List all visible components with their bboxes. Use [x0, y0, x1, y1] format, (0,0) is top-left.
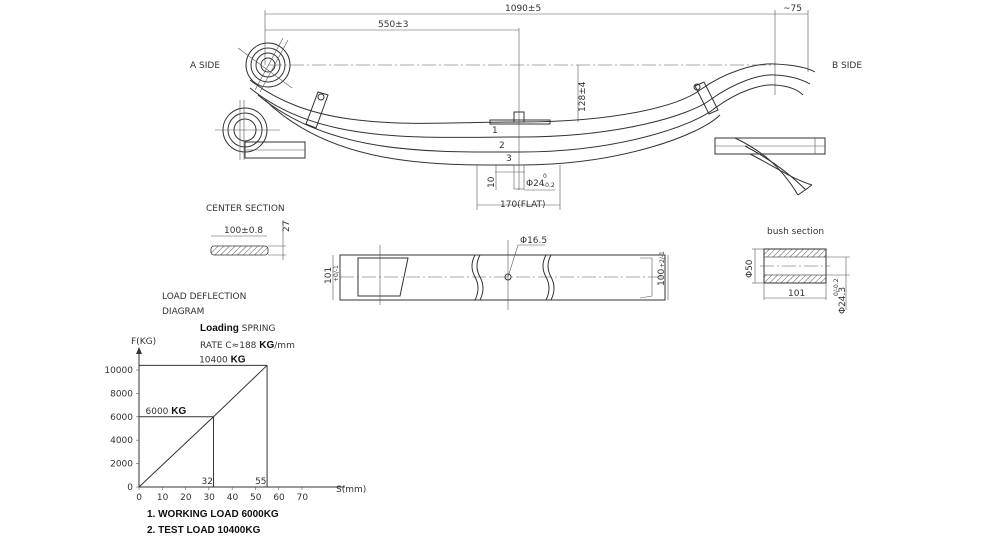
main-side-view: 1090±5 ~75 550±3 A SIDE B SIDE 128±4 [190, 4, 862, 210]
dim-end-offset: ~75 [783, 4, 802, 14]
plan-view: Φ16.5 101 +0/-1 100 +2/-1 [324, 236, 669, 310]
dim-half-length: 550±3 [378, 20, 408, 30]
annotation-label: 10400 KG [199, 354, 246, 365]
rate-unit-bold: KG [259, 340, 274, 351]
dim-center-thickness: 27 [282, 221, 292, 232]
dim-bolt-diameter: Φ24 [526, 179, 545, 189]
eye-detail-view [215, 100, 306, 160]
y-tick-label: 8000 [110, 389, 133, 399]
y-axis-arrow [136, 347, 142, 354]
series-line [138, 364, 268, 488]
dim-bush-inner-tolerance: 0/-0.2 [833, 278, 840, 296]
center-section-title: CENTER SECTION [206, 204, 285, 214]
annotation-label: 6000 KG [146, 406, 187, 417]
bush-section-title: bush section [767, 227, 824, 237]
svg-text:Loading SPRING: Loading SPRING [200, 323, 276, 334]
rate-unit-suffix: /mm [274, 341, 295, 351]
a-side-label: A SIDE [190, 61, 220, 71]
spring-eye [237, 37, 293, 93]
y-tick-label: 6000 [110, 413, 133, 423]
dim-plan-right-tolerance: +2/-1 [659, 251, 666, 268]
diagram-title-line1: LOAD DEFLECTION [162, 292, 246, 302]
diagram-title-line2: DIAGRAM [162, 307, 204, 317]
rebound-clip-left [305, 91, 329, 129]
x-tick-label: 60 [273, 493, 285, 503]
x-tick-label: 40 [227, 493, 239, 503]
dim-bush-outer-diameter: Φ50 [745, 259, 755, 278]
x-axis-label: S(mm) [336, 485, 366, 495]
dim-bush-length: 101 [788, 289, 805, 299]
dim-bush-inner-diameter: Φ24.3 [838, 287, 848, 314]
y-tick-label: 10000 [104, 366, 133, 376]
bolt-tol-upper: 0 [543, 173, 547, 180]
dim-plan-right-width: 100 [657, 269, 667, 286]
rate-label: RATE C≈188 [200, 341, 259, 351]
dim-plan-left-tolerance: +0/-1 [333, 265, 340, 282]
dim-hole-diameter: Φ16.5 [520, 236, 547, 246]
x-tick-label: 50 [250, 493, 262, 503]
y-tick-label: 2000 [110, 460, 133, 470]
annotation-x-label: 32 [202, 477, 213, 487]
annotation-x-label: 55 [255, 477, 266, 487]
dim-center-width: 100±0.8 [224, 226, 263, 236]
spring-leaves [249, 63, 816, 166]
x-tick-label: 70 [297, 493, 309, 503]
svg-text:RATE C≈188 KG/mm: RATE C≈188 KG/mm [200, 340, 295, 351]
y-tick-label: 4000 [110, 436, 133, 446]
bolt-tol-lower: -0.2 [543, 182, 555, 189]
spring-label: SPRING [239, 324, 276, 334]
b-side-label: B SIDE [832, 61, 862, 71]
load-deflection-diagram: LOAD DEFLECTION DIAGRAM Loading SPRING R… [104, 292, 366, 536]
loading-label: Loading [200, 323, 239, 334]
dim-overall-length: 1090±5 [505, 4, 541, 14]
y-tick-label: 0 [127, 483, 133, 493]
center-bolt-nut [513, 111, 525, 123]
leaf-number-2: 2 [499, 141, 505, 151]
center-section: CENTER SECTION 100±0.8 27 [206, 204, 292, 260]
dim-flat-length: 170(FLAT) [500, 200, 546, 210]
chart-area: 0 10 20 30 40 50 60 70 10000 8000 6000 4000 2000 0 600… [104, 347, 345, 503]
note-working-load: 1. WORKING LOAD 6000KG [147, 509, 279, 520]
x-tick-label: 10 [157, 493, 169, 503]
leaf-number-3: 3 [506, 154, 512, 164]
bush-section: bush section Φ50 101 Φ24.3 0/-0.2 [745, 227, 850, 314]
dim-bolt-height: 10 [487, 176, 497, 188]
x-tick-label: 20 [180, 493, 192, 503]
note-test-load: 2. TEST LOAD 10400KG [147, 525, 261, 536]
dim-plan-left-width: 101 [324, 267, 334, 284]
b-side-detail-view [714, 137, 826, 196]
y-axis-label: F(KG) [131, 337, 156, 347]
leaf-number-1: 1 [492, 126, 498, 136]
x-tick-label: 30 [203, 493, 215, 503]
dim-camber: 128±4 [578, 81, 588, 112]
rebound-clip-right [693, 81, 719, 115]
x-tick-label: 0 [136, 493, 142, 503]
